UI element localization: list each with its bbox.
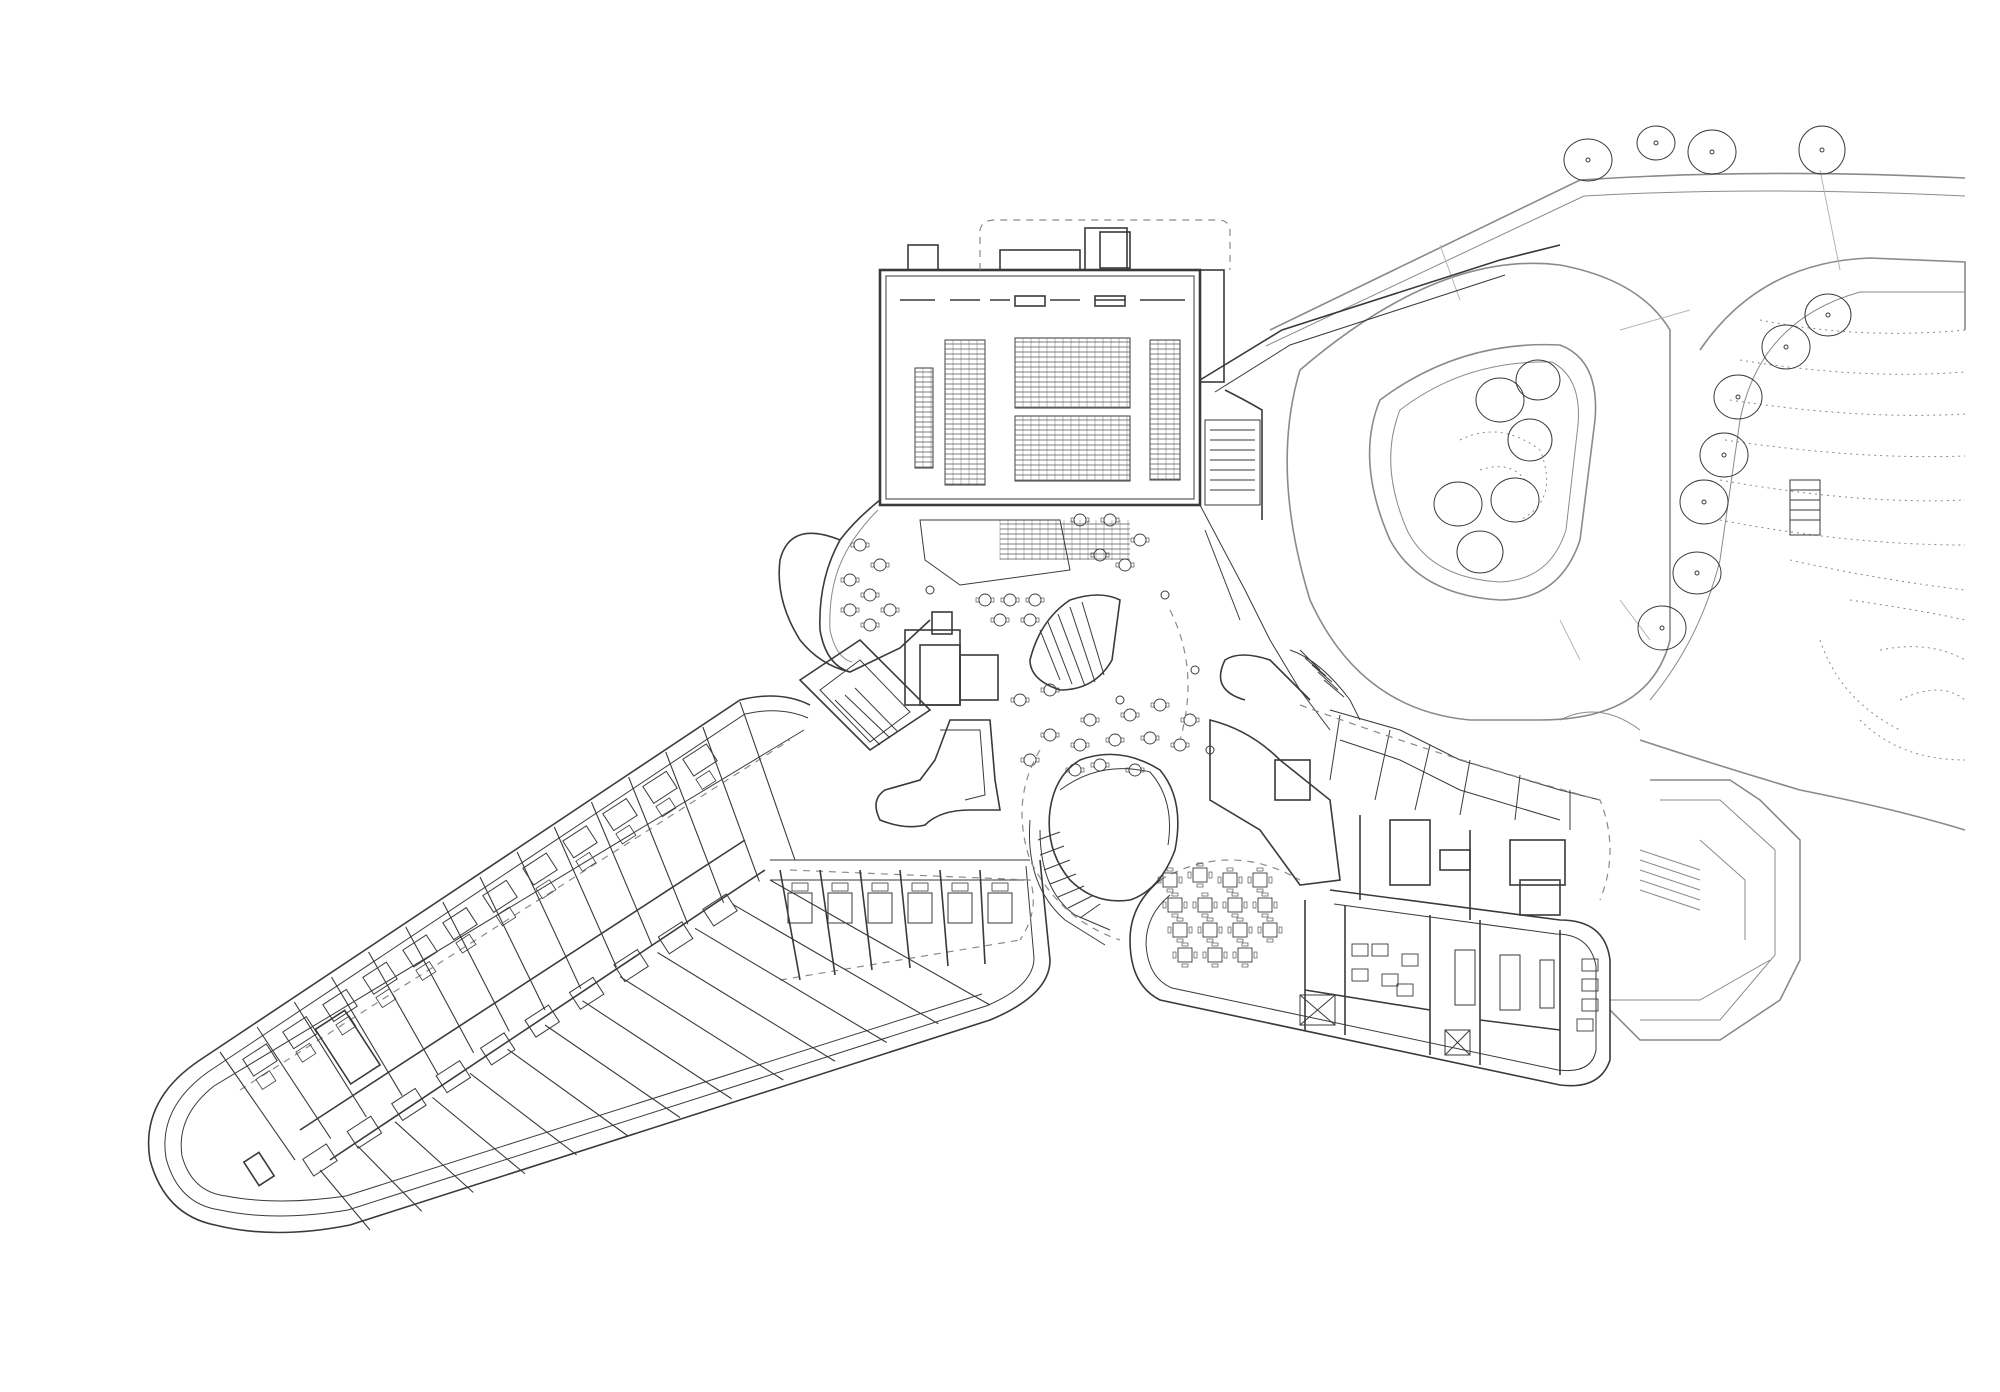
hotel-wing: [147, 695, 1051, 1234]
trees: [1433, 125, 1852, 651]
office-wing: [1129, 649, 1611, 1087]
site-landscape: [1265, 169, 1966, 1041]
auditorium-stair: [1199, 244, 1561, 520]
central-foyer: [778, 499, 1331, 946]
auditorium-block: [878, 219, 1231, 586]
